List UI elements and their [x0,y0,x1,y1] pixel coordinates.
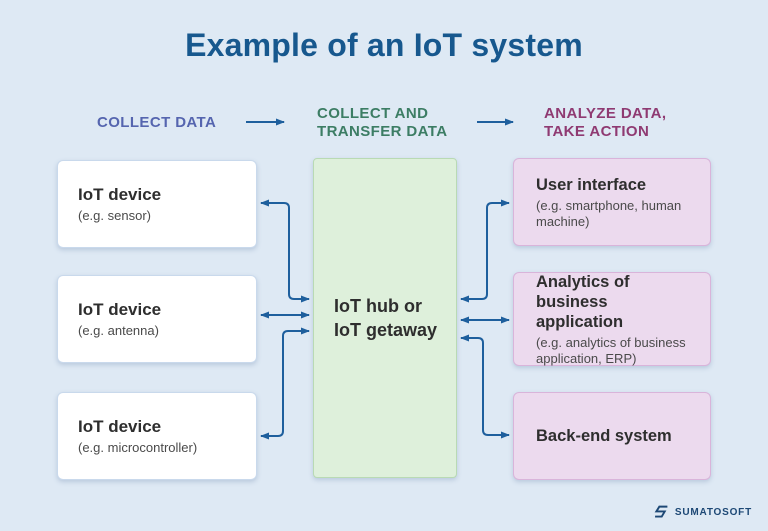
box-title: IoT device [78,300,162,319]
box-title: IoT device [78,417,162,436]
logo-text: SUMATOSOFT [674,507,752,518]
box-title: Back-end system [536,427,672,445]
box-subtitle: (e.g. antenna) [78,323,159,338]
device-box-microcontroller: IoT device (e.g. microcontroller) [57,392,257,480]
box-subtitle: (e.g. smartphone, human machine) [536,197,682,229]
connector-hub-user-interface [460,199,510,303]
box-subtitle: (e.g. analytics of business application,… [536,334,686,366]
sumatosoft-logo: SUMATOSOFT [654,505,752,520]
connector-microcontroller-hub [260,327,310,440]
connector-sensor-hub [260,199,310,303]
output-box-backend: Back-end system [513,392,711,480]
page-title: Example of an IoT system [185,27,583,63]
box-title: User interface [536,175,647,194]
box-subtitle: (e.g. sensor) [78,208,151,223]
hub-title-line2: IoT getaway [334,320,438,340]
box-title: IoT device [78,185,162,204]
hub-title-line1: IoT hub or [334,296,422,316]
device-box-sensor: IoT device (e.g. sensor) [57,160,257,248]
hub-box: IoT hub or IoT getaway [313,158,457,478]
stage-label-collect-transfer: COLLECT AND TRANSFER DATA [317,105,448,140]
stage-label-analyze-act: ANALYZE DATA, TAKE ACTION [544,105,667,140]
stage-label-collect-data: COLLECT DATA [97,114,217,131]
output-box-user-interface: User interface (e.g. smartphone, human m… [513,158,711,246]
box-title: Analytics of business application [536,272,630,331]
logo-s-icon [654,505,668,518]
device-box-antenna: IoT device (e.g. antenna) [57,275,257,363]
output-box-analytics: Analytics of business application (e.g. … [513,272,711,366]
connector-hub-backend [460,334,510,439]
box-subtitle: (e.g. microcontroller) [78,440,198,455]
